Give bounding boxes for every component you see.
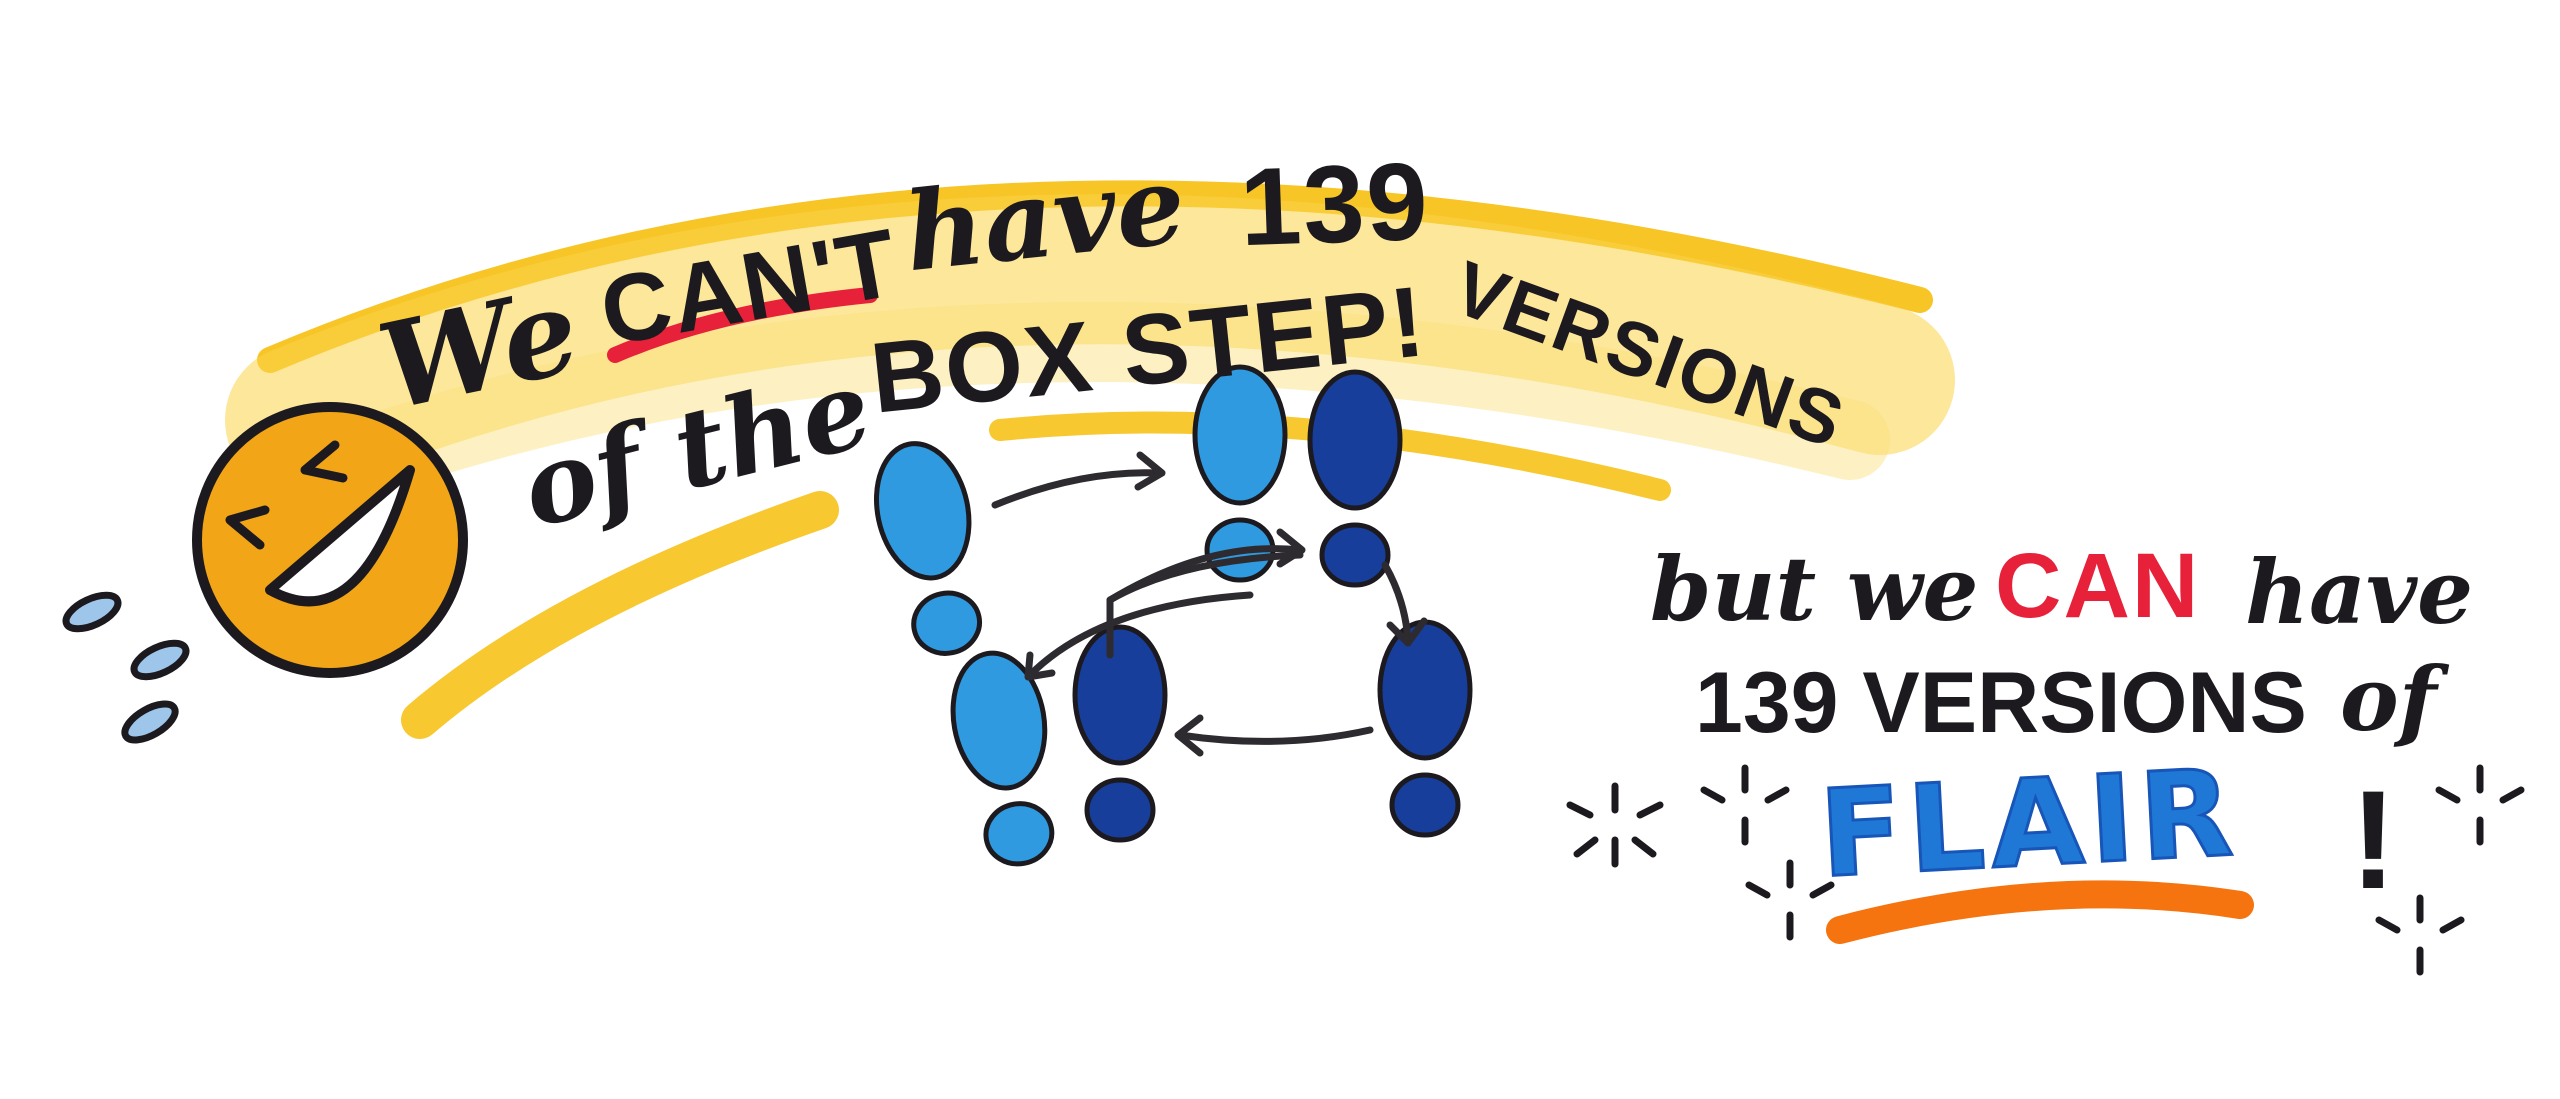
word-of-bottom: of [2340,647,2437,751]
word-139-versions-bottom: 139 VERSIONS [1695,655,2307,751]
word-have-bottom: have [2245,540,2474,644]
word-flair: FLAIR [1815,743,2243,907]
footprint-icon [865,367,1470,871]
number-139-top: 139 [1237,139,1432,270]
exclamation-mark: ! [2350,761,2399,918]
arrow-icon [991,451,1428,757]
laughing-face-icon [192,402,468,678]
cant-underline [607,287,878,363]
sweat-drop-icon [62,591,190,744]
sparkle-icon [1566,764,2525,976]
flair-underline [1826,880,2254,944]
word-have-top: have [899,141,1191,297]
word-can: CAN [1995,535,2201,637]
word-but-we: but we [1650,537,1979,641]
